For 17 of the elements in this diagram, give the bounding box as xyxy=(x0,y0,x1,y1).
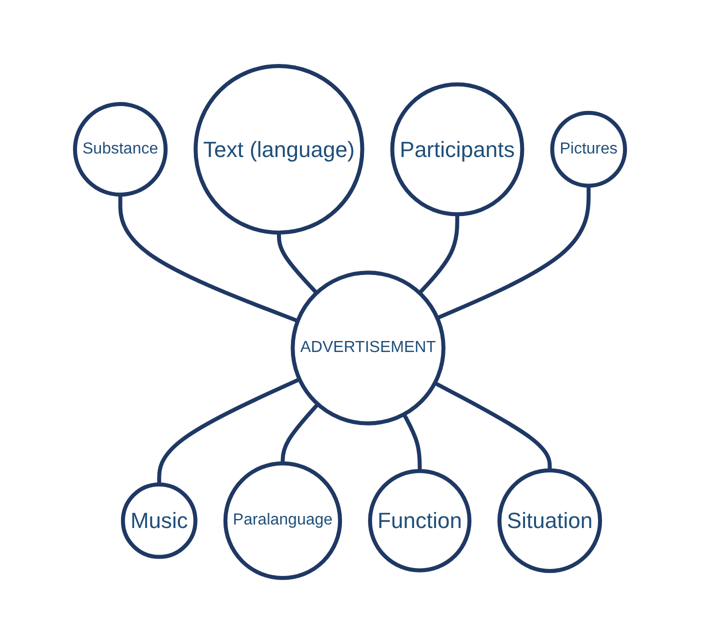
connector xyxy=(281,402,320,464)
node-circle: Substance xyxy=(73,102,168,197)
connector xyxy=(436,186,592,320)
node-circle: Text (language) xyxy=(194,64,365,235)
connector xyxy=(277,232,319,294)
connector xyxy=(118,194,299,323)
node-circle: Situation xyxy=(498,468,603,573)
connector xyxy=(402,413,422,471)
node-circle: Function xyxy=(368,469,472,572)
connector xyxy=(434,381,552,470)
node-circle: Music xyxy=(121,482,198,559)
connector xyxy=(158,377,301,484)
node-circle: ADVERTISEMENT xyxy=(291,270,446,426)
node-circle: Pictures xyxy=(550,110,628,188)
connector xyxy=(418,214,460,294)
node-circle: Participants xyxy=(390,82,525,216)
node-circle: Paralanguage xyxy=(224,461,343,580)
